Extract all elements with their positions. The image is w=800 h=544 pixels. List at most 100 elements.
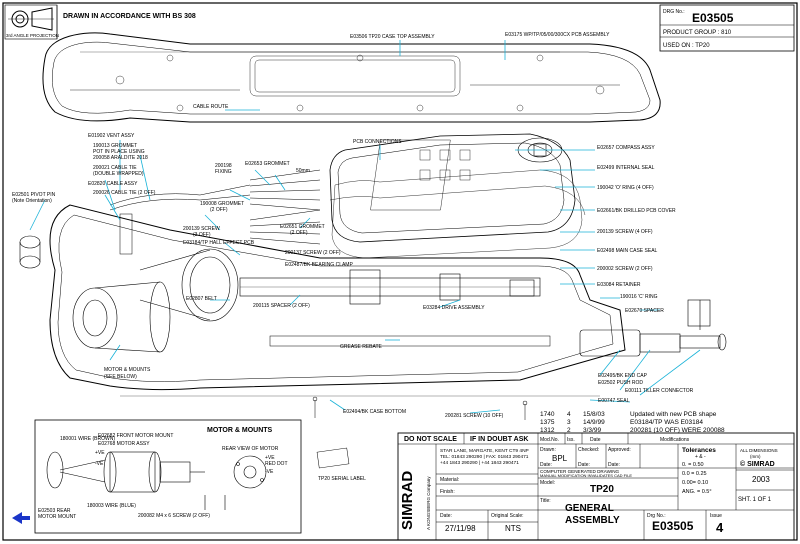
title-block-text: Mod.No. Iss. Date Modifications DO NOT S… [399, 436, 778, 535]
callout-cable-route: CABLE ROUTE [193, 104, 229, 110]
push-rod [579, 299, 727, 357]
callout-grommet-pot-2: POT IN PLACE USING [93, 149, 145, 155]
rev-3-no: 1312 [540, 427, 555, 434]
callout-bearing-clamp: E02487/BK BEARING CLAMP [285, 262, 353, 268]
title-line-2: ASSEMBLY [565, 515, 620, 526]
callout-cable-tie2: 200026 CABLE TIE (2 OFF) [93, 190, 156, 196]
head-date: Date [590, 437, 601, 443]
callout-screw-2off-mid: 200137 SCREW (2 OFF) [285, 250, 341, 256]
callout-motor-mounts-1: MOTOR & MOUNTS [104, 367, 151, 373]
callout-grommet-2off-3: (2 OFF) [210, 207, 228, 213]
callout-motor-mounts-2: (SEE BELOW) [104, 374, 137, 380]
callout-tiller-connector: E00111 TILLER CONNECTOR [625, 388, 694, 394]
callout-end-cap: E02495/BK END CAP [598, 373, 648, 379]
title-block [397, 432, 795, 541]
title-label: Title: [540, 498, 551, 504]
callout-cable-tie-2: (DOUBLE WRAPPED) [93, 171, 144, 177]
all-dims-2: (mm) [750, 454, 761, 459]
callout-serial-label: TP20 SERIAL LABEL [318, 476, 366, 482]
callout-hall-pcb: E03184/TP HALL EFFECT PCB [183, 240, 255, 246]
date-value: 27/11/98 [445, 524, 476, 533]
callouts: E03506 TP20 CASE TOP ASSEMBLY E03175 WP/… [12, 32, 694, 482]
inset-neg-ve: -VE [95, 461, 104, 467]
title-line-1: GENERAL [565, 503, 614, 514]
date-label: Date: [440, 513, 452, 519]
callout-dim-mark: 50mm [296, 168, 310, 174]
drg-no-label: DRG No.: [663, 9, 685, 15]
model-value: TP20 [590, 484, 614, 495]
rev-1-iss: 4 [567, 411, 571, 418]
belt-icon [139, 248, 239, 322]
callout-screw-10off: 200281 SCREW (10 OFF) [445, 413, 504, 419]
date-label-1: Date: [540, 462, 552, 468]
tol-row-1: 0. = 0.50 [682, 462, 704, 468]
address-2: TEL: 01843 290290 | FAX: 01843 290471 [440, 454, 529, 460]
sheet: SHT. 1 OF 1 [738, 497, 772, 503]
cable-harness [109, 169, 321, 255]
projection-label: 3rd ANGLE PROJECTION [6, 33, 59, 38]
inset-screws: 200082 M4 x 6 SCREW (2 OFF) [138, 513, 210, 519]
address-1: STAR LANE, MARGATE, KENT CT9 4NP [440, 448, 529, 454]
orig-scale-label: Original Scale: [491, 513, 524, 519]
case-top [42, 32, 661, 123]
callout-pcb-assy: E03175 WP/TP/05/00/300CX PCB ASSEMBLY [505, 32, 610, 38]
rev-3-iss: 2 [567, 427, 571, 434]
callout-grommet-2off-b2: (2 OFF) [290, 230, 308, 236]
head-mod: Modifications [660, 437, 690, 443]
checked-label: Checked: [578, 447, 599, 453]
date-label-3: Date: [608, 462, 620, 468]
callout-pivot-pin-2: (Note Orientation) [12, 198, 52, 204]
callout-grommet-pot-3: 200058 ARALDITE 2018 [93, 155, 148, 161]
drg-no-label-bottom: Drg No.: [647, 513, 666, 519]
rev-2-iss: 3 [567, 419, 571, 426]
head-no: Mod.No. [540, 437, 559, 443]
tolerances-label: Tolerances [682, 447, 716, 454]
callout-main-case-seal: E02498 MAIN CASE SEAL [597, 248, 658, 254]
callout-spacer-2off: 200115 SPACER (2 OFF) [253, 303, 310, 309]
date-label-2: Date: [578, 462, 590, 468]
head-iss: Iss. [567, 437, 575, 443]
callout-grommet-pot-1: 190013 GROMMET [93, 143, 137, 149]
if-in-doubt: IF IN DOUBT ASK [470, 436, 528, 443]
back-arrow-icon[interactable] [12, 512, 30, 524]
product-group: PRODUCT GROUP : 810 [663, 30, 732, 36]
callout-grommet-2off-2: 190008 GROMMET [200, 201, 244, 207]
callout-grommet-2off-1: E02653 GROMMET [245, 161, 290, 167]
orig-scale-value: NTS [505, 524, 521, 533]
callout-seal: E00747 SEAL [598, 398, 630, 404]
rev-2-mod: E03184/TP WAS E03184 [630, 419, 703, 426]
callout-vent-assy: E01902 VENT ASSY [88, 133, 135, 139]
approved-label: Approved: [608, 447, 631, 453]
used-on: USED ON : TP20 [663, 43, 710, 49]
motor-icon [72, 281, 171, 353]
rev-1-mod: Updated with new PCB shape [630, 411, 717, 418]
callout-c-ring: 190016 'C' RING [620, 294, 658, 300]
rev-3-date: 3/3/99 [583, 427, 601, 434]
drg-no-value: E03505 [692, 11, 734, 25]
callout-internal-seal: E02499 INTERNAL SEAL [597, 165, 655, 171]
callout-grommet-2off-b: E02651 GROMMET [280, 224, 325, 230]
motor-mounts-inset: MOTOR & MOUNTS REAR VIEW OF MOTOR 180001… [34, 419, 302, 534]
material-label: Material: [440, 477, 459, 483]
copyright: © SIMRAD [740, 460, 775, 468]
leader-lines [29, 40, 701, 414]
drive-shaft [239, 269, 541, 305]
all-dims-1: ALL DIMENSIONS [740, 448, 778, 453]
callout-grease-rebate: GREASE REBATE [340, 344, 383, 350]
callout-compass-assy: E02657 COMPASS ASSY [597, 145, 655, 151]
callout-fixing-1: 200198 [215, 163, 232, 169]
callout-screw-3off-2: (3 OFF) [193, 232, 211, 238]
company-logo-vertical: SIMRAD [399, 471, 416, 530]
rev-2-no: 1375 [540, 419, 555, 426]
address-3: +44 1843 290290 | +44 1843 290471 [440, 460, 519, 466]
issue-label: Issue [710, 513, 722, 519]
drawing-number-box: DRG No.: E03505 PRODUCT GROUP : 810 USED… [659, 4, 795, 52]
inset-rear-mount-2: MOTOR MOUNT [38, 514, 76, 520]
callout-spacer-right: E02670 SPACER [625, 308, 664, 314]
callout-belt: E02807 BELT [186, 296, 217, 302]
drawn-label: Drawn: [540, 447, 556, 453]
callout-case-bottom: E02494/BK CASE BOTTOM [343, 409, 406, 415]
inset-rear-view: REAR VIEW OF MOTOR [222, 446, 279, 452]
do-not-scale: DO NOT SCALE [404, 436, 457, 443]
